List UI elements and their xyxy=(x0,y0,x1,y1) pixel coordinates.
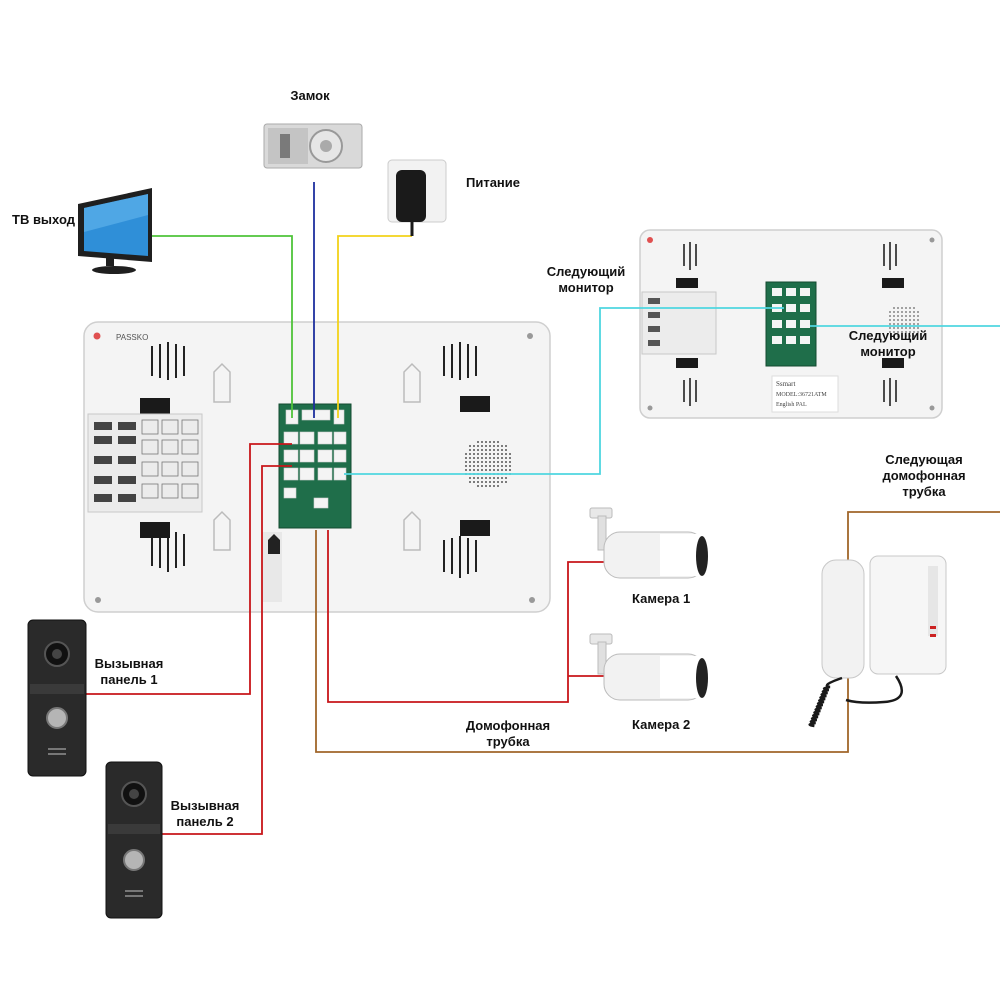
power-adapter xyxy=(387,159,447,236)
secondary-standard: English PAL xyxy=(776,402,807,408)
next-monitor-2-label: Следующий монитор xyxy=(848,328,928,359)
handset-wire xyxy=(315,511,1000,753)
tv-wire xyxy=(152,235,293,418)
secondary-model: MODEL:36721ATM xyxy=(776,392,827,398)
camera-1-label: Камера 1 xyxy=(632,591,691,606)
secondary-brand: Ssmart xyxy=(776,380,796,388)
lock-device xyxy=(263,123,363,169)
wires xyxy=(86,182,1000,835)
next-handset-label: Следующая домофонная трубка xyxy=(882,452,966,499)
cameras-wire xyxy=(327,530,620,703)
camera-1-device xyxy=(589,507,708,579)
secondary-monitor: Ssmart MODEL:36721ATM English PAL xyxy=(639,229,943,419)
power-label: Питание xyxy=(466,175,521,190)
monitor-link-wire xyxy=(344,307,784,475)
call-panel-1-device xyxy=(27,619,87,777)
power-wire xyxy=(337,235,412,418)
camera-2-label: Камера 2 xyxy=(632,717,691,732)
call-panel-1-wire xyxy=(86,443,292,695)
next-monitor-1-label: Следующий монитор xyxy=(546,264,626,295)
camera-2-device xyxy=(589,633,708,701)
handset-label: Домофонная трубка xyxy=(465,718,551,749)
call-panel-2-label: Вызывная панель 2 xyxy=(170,798,240,829)
call-panel-1-label: Вызывная панель 1 xyxy=(94,656,164,687)
lock-label: Замок xyxy=(290,88,330,103)
tv-out-label: ТВ выход xyxy=(12,212,75,227)
handset-device xyxy=(808,555,947,728)
svg-text:PASSKO: PASSKO xyxy=(116,333,148,342)
call-panel-2-device xyxy=(105,761,163,919)
call-panel-2-wire xyxy=(162,465,292,835)
tv-device xyxy=(78,188,152,274)
main-monitor: PASSKO xyxy=(83,321,551,613)
